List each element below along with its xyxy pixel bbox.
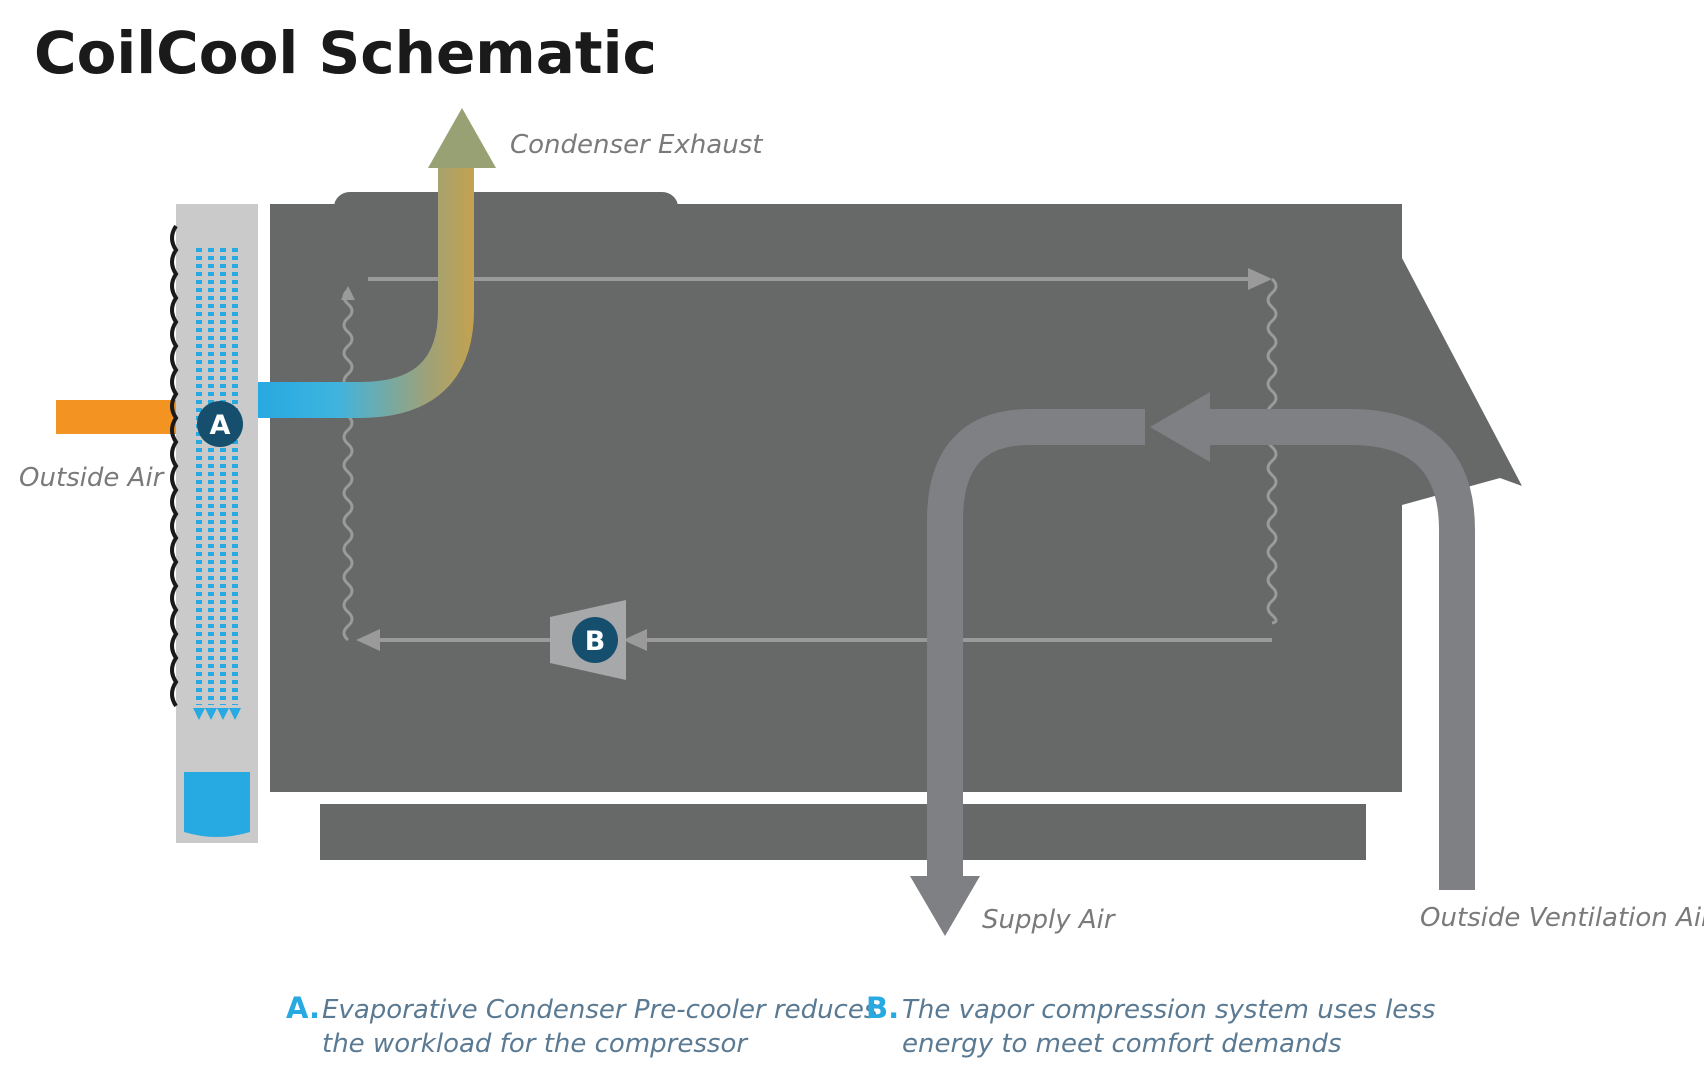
outside-ventilation-air-label: Outside Ventilation Air: [1420, 903, 1704, 933]
water-drip-arrows: [193, 708, 241, 720]
refrigerant-arrow-right-icon: [1248, 268, 1272, 290]
note-a-line-2: the workload for the compressor: [322, 1029, 749, 1059]
evaporative-media-pad: [176, 204, 258, 843]
note-b: B. The vapor compression system uses les…: [866, 991, 1435, 1059]
note-b-line-1: The vapor compression system uses less: [902, 995, 1435, 1025]
pre-cooler: A: [56, 108, 496, 843]
exhaust-stream-horizontal: [255, 160, 474, 418]
unit-base-rail: [320, 804, 1366, 860]
drip-arrow-icon: [229, 708, 241, 720]
supply-air-label: Supply Air: [982, 905, 1117, 935]
outside-air-stream: [56, 400, 182, 434]
page-title: CoilCool Schematic: [34, 19, 657, 87]
condenser-coil-wave: [342, 288, 354, 642]
badge-a-label: A: [210, 410, 231, 441]
drip-arrow-icon: [193, 708, 205, 720]
pad-scalloped-edge: [170, 224, 179, 708]
note-a-line-1: Evaporative Condenser Pre-cooler reduces: [322, 995, 877, 1025]
badge-b: [572, 617, 618, 663]
supply-air-arrow-icon: [910, 876, 980, 936]
outside-air-label: Outside Air: [19, 463, 166, 493]
note-a: A. Evaporative Condenser Pre-cooler redu…: [286, 991, 877, 1059]
outside-ventilation-air-duct: [1200, 409, 1475, 890]
badge-b-label: B: [585, 626, 606, 657]
drip-arrow-icon: [217, 708, 229, 720]
note-b-letter: B.: [866, 991, 899, 1025]
exhaust-arrow-up-icon: [428, 108, 496, 168]
supply-air-duct: [927, 409, 1145, 880]
refrigerant-arrow-up-icon: [341, 286, 355, 300]
refrigerant-arrow-left-icon: [623, 629, 647, 651]
refrigerant-arrow-left-icon-2: [356, 629, 380, 651]
airflow-path: [910, 392, 1475, 936]
return-arrow-icon: [1150, 392, 1210, 462]
note-b-line-2: energy to meet comfort demands: [902, 1029, 1342, 1059]
unit-top-hump: [334, 192, 678, 222]
badge-a: [197, 401, 243, 447]
water-reservoir: [184, 772, 250, 837]
condenser-exhaust-label: Condenser Exhaust: [510, 130, 763, 160]
compressor: B: [550, 600, 626, 680]
evaporator-coil-wave: [1266, 277, 1278, 625]
drip-arrow-icon: [205, 708, 217, 720]
note-a-letter: A.: [286, 991, 320, 1025]
